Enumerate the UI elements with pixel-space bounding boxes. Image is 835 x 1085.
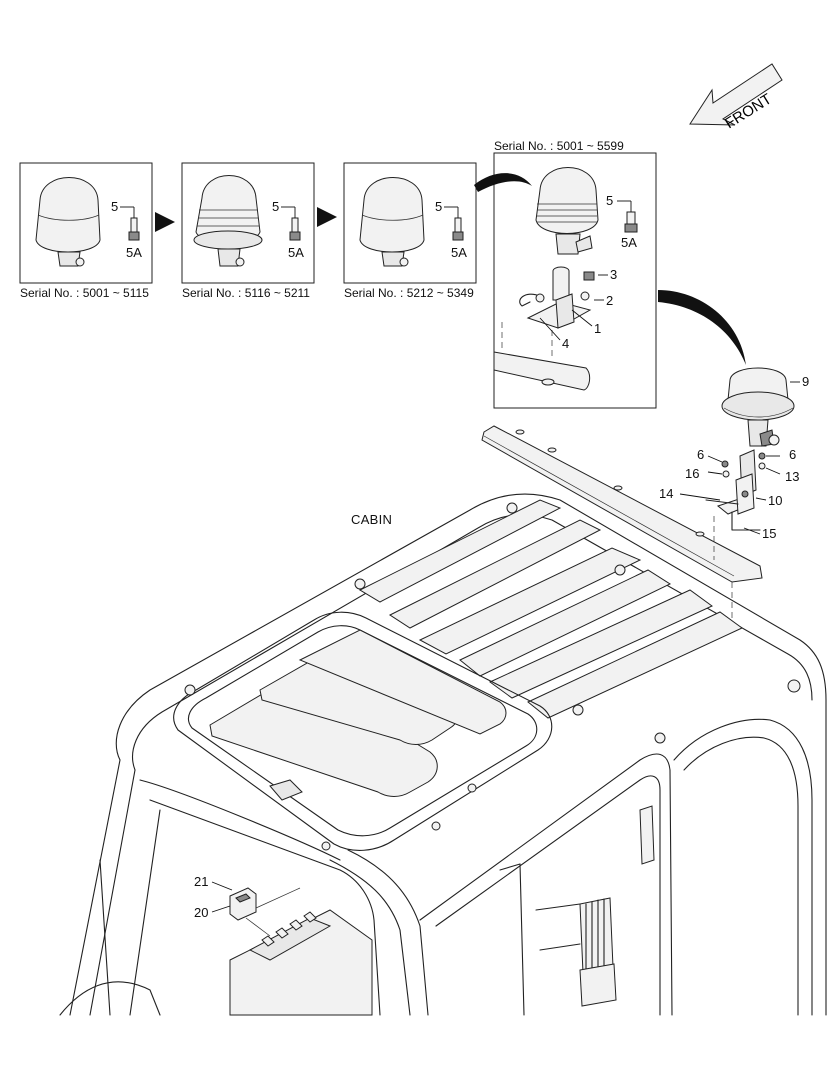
- beacon-lamp-icon: [535, 167, 599, 255]
- callout-5: 5: [435, 199, 443, 214]
- callout-5: 5: [111, 199, 119, 214]
- callout-16: 16: [685, 466, 700, 481]
- callout-9: 9: [802, 374, 810, 389]
- callout-5a: 5A: [288, 245, 304, 260]
- bulb-icon: [617, 200, 638, 233]
- mount-bracket: [493, 266, 608, 391]
- cabin-body: [59, 493, 827, 1016]
- callout-4: 4: [562, 336, 570, 351]
- callout-5: 5: [272, 199, 280, 214]
- callout-10: 10: [768, 493, 783, 508]
- arrow-right-icon: [155, 212, 175, 232]
- callout-20: 20: [194, 905, 209, 920]
- bulb-icon: [444, 206, 464, 241]
- callout-5a: 5A: [621, 235, 637, 250]
- serial-caption-1: Serial No. : 5001 ~ 5115: [20, 286, 149, 300]
- callout-2: 2: [606, 293, 614, 308]
- callout-1: 1: [594, 321, 602, 336]
- callout-3: 3: [610, 267, 618, 282]
- bulb-icon: [281, 206, 301, 241]
- beacon-lamp-icon: [193, 175, 263, 267]
- serial-caption-2: Serial No. : 5116 ~ 5211: [182, 286, 310, 300]
- arrow-right-icon: [317, 207, 337, 227]
- bulb-icon: [120, 206, 140, 241]
- serial-caption-3: Serial No. : 5212 ~ 5349: [344, 286, 474, 300]
- cabin-label: CABIN: [351, 512, 393, 527]
- curved-arrow-icon: [658, 290, 746, 365]
- callout-21: 21: [194, 874, 209, 889]
- callout-15: 15: [762, 526, 777, 541]
- mount-rail: [481, 425, 763, 630]
- callout-6: 6: [789, 447, 797, 462]
- beacon-lamp-icon: [359, 177, 425, 267]
- beacon-lamp-icon: [35, 177, 101, 267]
- callout-5: 5: [606, 193, 614, 208]
- callout-13: 13: [785, 469, 800, 484]
- callout-5a: 5A: [126, 245, 142, 260]
- mount-bracket: [679, 449, 781, 535]
- callout-14: 14: [659, 486, 674, 501]
- serial-caption-4: Serial No. : 5001 ~ 5599: [494, 139, 624, 153]
- callout-6: 6: [697, 447, 705, 462]
- beacon-lamp-icon: [721, 367, 800, 447]
- curved-arrow-icon: [474, 173, 532, 192]
- callout-5a: 5A: [451, 245, 467, 260]
- front-arrow: FRONT: [689, 63, 783, 132]
